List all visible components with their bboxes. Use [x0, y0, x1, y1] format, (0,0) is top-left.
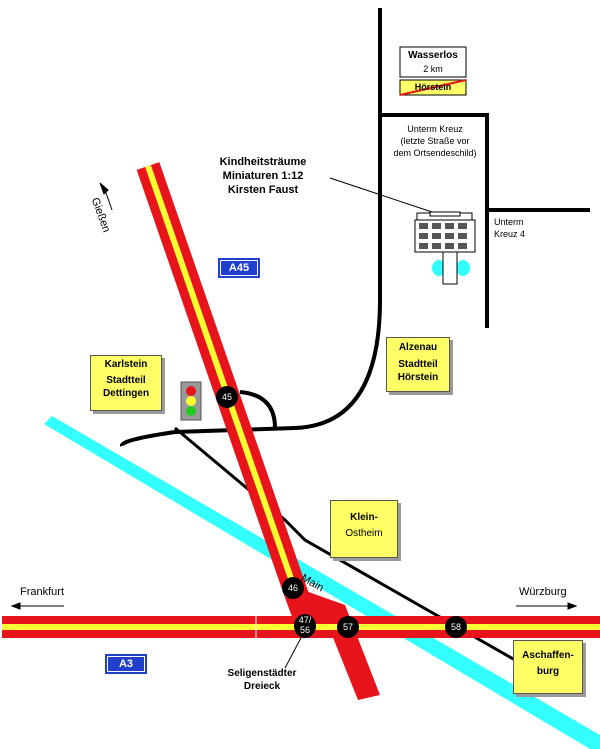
interchange-label: Seligenstädter Dreieck	[212, 667, 312, 693]
place-aschaffenburg-line2: burg	[536, 666, 560, 677]
place-klein-line2: Ostheim	[345, 528, 383, 539]
highway-badge-a3: A3	[105, 654, 147, 674]
place-alzenau-line3: Hörstein	[397, 372, 439, 383]
exit-47-line: 47/	[298, 615, 312, 625]
place-aschaffenburg-line1: Aschaffen-	[522, 650, 574, 661]
town-sign-struck-name: Hörstein	[414, 82, 452, 92]
direction-arrows	[10, 182, 578, 610]
exit-46: 46	[282, 577, 304, 599]
address-line1: Unterm	[494, 217, 524, 227]
river-main	[44, 416, 600, 749]
highway-badge-a45: A45	[218, 258, 260, 278]
house-icon	[414, 211, 476, 285]
place-karlstein-line3: Dettingen	[102, 388, 150, 399]
interchange-line2: Dreieck	[243, 681, 281, 692]
town-sign-distance: 2 km	[423, 64, 443, 74]
destination-line2: Miniaturen 1:12	[222, 170, 304, 182]
place-karlstein: Karlstein Stadtteil Dettingen	[90, 355, 162, 411]
road-karlstein-aschaffenburg	[174, 426, 516, 662]
destination-line3: Kirsten Faust	[227, 184, 299, 196]
exit-47-56: 47/ 56	[294, 614, 316, 638]
leader-line-interchange	[284, 635, 303, 669]
address-label: Unterm Kreuz 4	[494, 216, 525, 240]
local-roads	[120, 8, 590, 447]
place-klein-ostheim: Klein- Ostheim	[330, 500, 398, 558]
destination-line1: Kindheitsträume	[219, 156, 307, 168]
address-line2: Kreuz 4	[494, 229, 526, 239]
exit-45: 45	[216, 386, 238, 408]
place-karlstein-line2: Stadtteil	[106, 375, 146, 386]
place-karlstein-line1: Karlstein	[104, 359, 148, 370]
destination-label: Kindheitsträume Miniaturen 1:12 Kirsten …	[205, 155, 321, 197]
leader-line-destination	[329, 177, 433, 213]
direction-frankfurt: Frankfurt	[20, 586, 65, 598]
place-klein-line1: Klein-	[350, 512, 378, 523]
place-alzenau-line1: Alzenau	[398, 342, 438, 353]
street-note-line2: (letzte Straße vor	[400, 136, 470, 146]
street-note-line3: dem Ortsendeschild)	[393, 148, 477, 158]
traffic-light-icon	[180, 381, 202, 421]
street-note: Unterm Kreuz (letzte Straße vor dem Orts…	[380, 123, 490, 159]
town-sign	[399, 46, 467, 96]
exit-57: 57	[337, 616, 359, 638]
place-alzenau: Alzenau Stadtteil Hörstein	[386, 337, 450, 392]
direction-wuerzburg: Würzburg	[519, 586, 567, 598]
exit-56-line: 56	[299, 625, 310, 635]
interchange-line1: Seligenstädter	[227, 668, 297, 679]
place-alzenau-line2: Stadtteil	[398, 359, 438, 370]
exit-58: 58	[445, 616, 467, 638]
street-note-line1: Unterm Kreuz	[407, 124, 463, 134]
place-aschaffenburg: Aschaffen- burg	[513, 640, 583, 694]
town-sign-name: Wasserlos	[408, 50, 458, 61]
